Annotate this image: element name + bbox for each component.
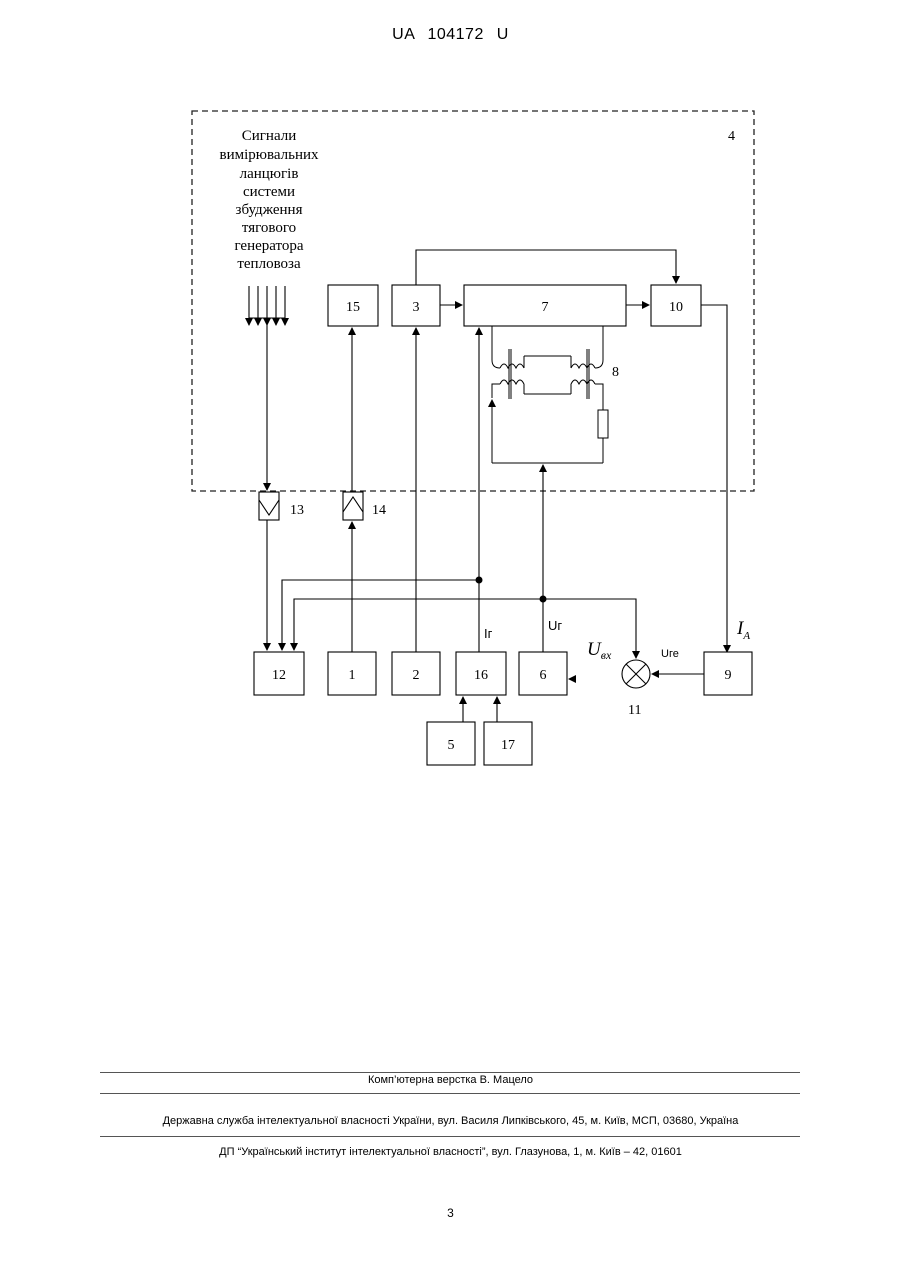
signals-caption-line: системи bbox=[243, 184, 295, 200]
block-3-label: 3 bbox=[413, 300, 420, 315]
signals-caption-line: ланцюгів bbox=[240, 166, 299, 182]
footer-divider bbox=[100, 1072, 800, 1073]
comparator-11 bbox=[622, 660, 650, 688]
label-current-ia: IA bbox=[736, 618, 750, 642]
signals-caption-line: тепловоза bbox=[237, 256, 301, 272]
comparator-label-11: 11 bbox=[628, 703, 641, 718]
block-10-label: 10 bbox=[669, 300, 683, 315]
footer-divider bbox=[100, 1136, 800, 1137]
signals-caption-line: Сигнали bbox=[242, 128, 297, 144]
signals-caption: Сигнали вимірювальних ланцюгів системи з… bbox=[219, 128, 319, 272]
converter-13-label: 13 bbox=[290, 503, 304, 518]
block-5-label: 5 bbox=[448, 738, 455, 753]
block-6-label: 6 bbox=[540, 668, 547, 683]
signals-caption-line: тягового bbox=[242, 220, 296, 236]
signal-arrows bbox=[249, 286, 285, 325]
block-9-label: 9 bbox=[725, 668, 732, 683]
block-7-label: 7 bbox=[542, 300, 549, 315]
page-number: 3 bbox=[0, 1206, 901, 1220]
label-voltage-uge: Uге bbox=[661, 648, 679, 660]
junction-ig bbox=[476, 577, 483, 584]
label-input-voltage: Uвх bbox=[587, 639, 612, 662]
input-voltage-subscript: вх bbox=[601, 648, 612, 662]
converter-14 bbox=[343, 492, 363, 520]
label-voltage-ug: Uг bbox=[548, 618, 562, 633]
block-1-label: 1 bbox=[349, 668, 356, 683]
label-current-ig: Iг bbox=[484, 626, 493, 641]
junction-ug bbox=[540, 596, 547, 603]
footer-divider bbox=[100, 1093, 800, 1094]
region-label-4: 4 bbox=[728, 129, 735, 144]
institute-address: ДП “Український інститут інтелектуальної… bbox=[0, 1146, 901, 1158]
signals-caption-line: генератора bbox=[234, 238, 303, 254]
transformer-8 bbox=[492, 326, 608, 463]
block-diagram: 4 Сигнали вимірювальних ланцюгів системи… bbox=[0, 0, 901, 800]
block-15-label: 15 bbox=[346, 300, 360, 315]
block-16-label: 16 bbox=[474, 668, 488, 683]
signals-caption-line: збудження bbox=[236, 202, 303, 218]
agency-address: Державна служба інтелектуальної власност… bbox=[0, 1115, 901, 1127]
block-12-label: 12 bbox=[272, 668, 286, 683]
transformer-label-8: 8 bbox=[612, 365, 619, 380]
converter-14-label: 14 bbox=[372, 503, 386, 518]
block-17-label: 17 bbox=[501, 738, 515, 753]
converter-13 bbox=[259, 492, 279, 520]
layout-credit: Комп’ютерна верстка В. Мацело bbox=[0, 1074, 901, 1086]
signals-caption-line: вимірювальних bbox=[219, 147, 319, 163]
block-2-label: 2 bbox=[413, 668, 420, 683]
current-ia-subscript: A bbox=[742, 630, 750, 642]
